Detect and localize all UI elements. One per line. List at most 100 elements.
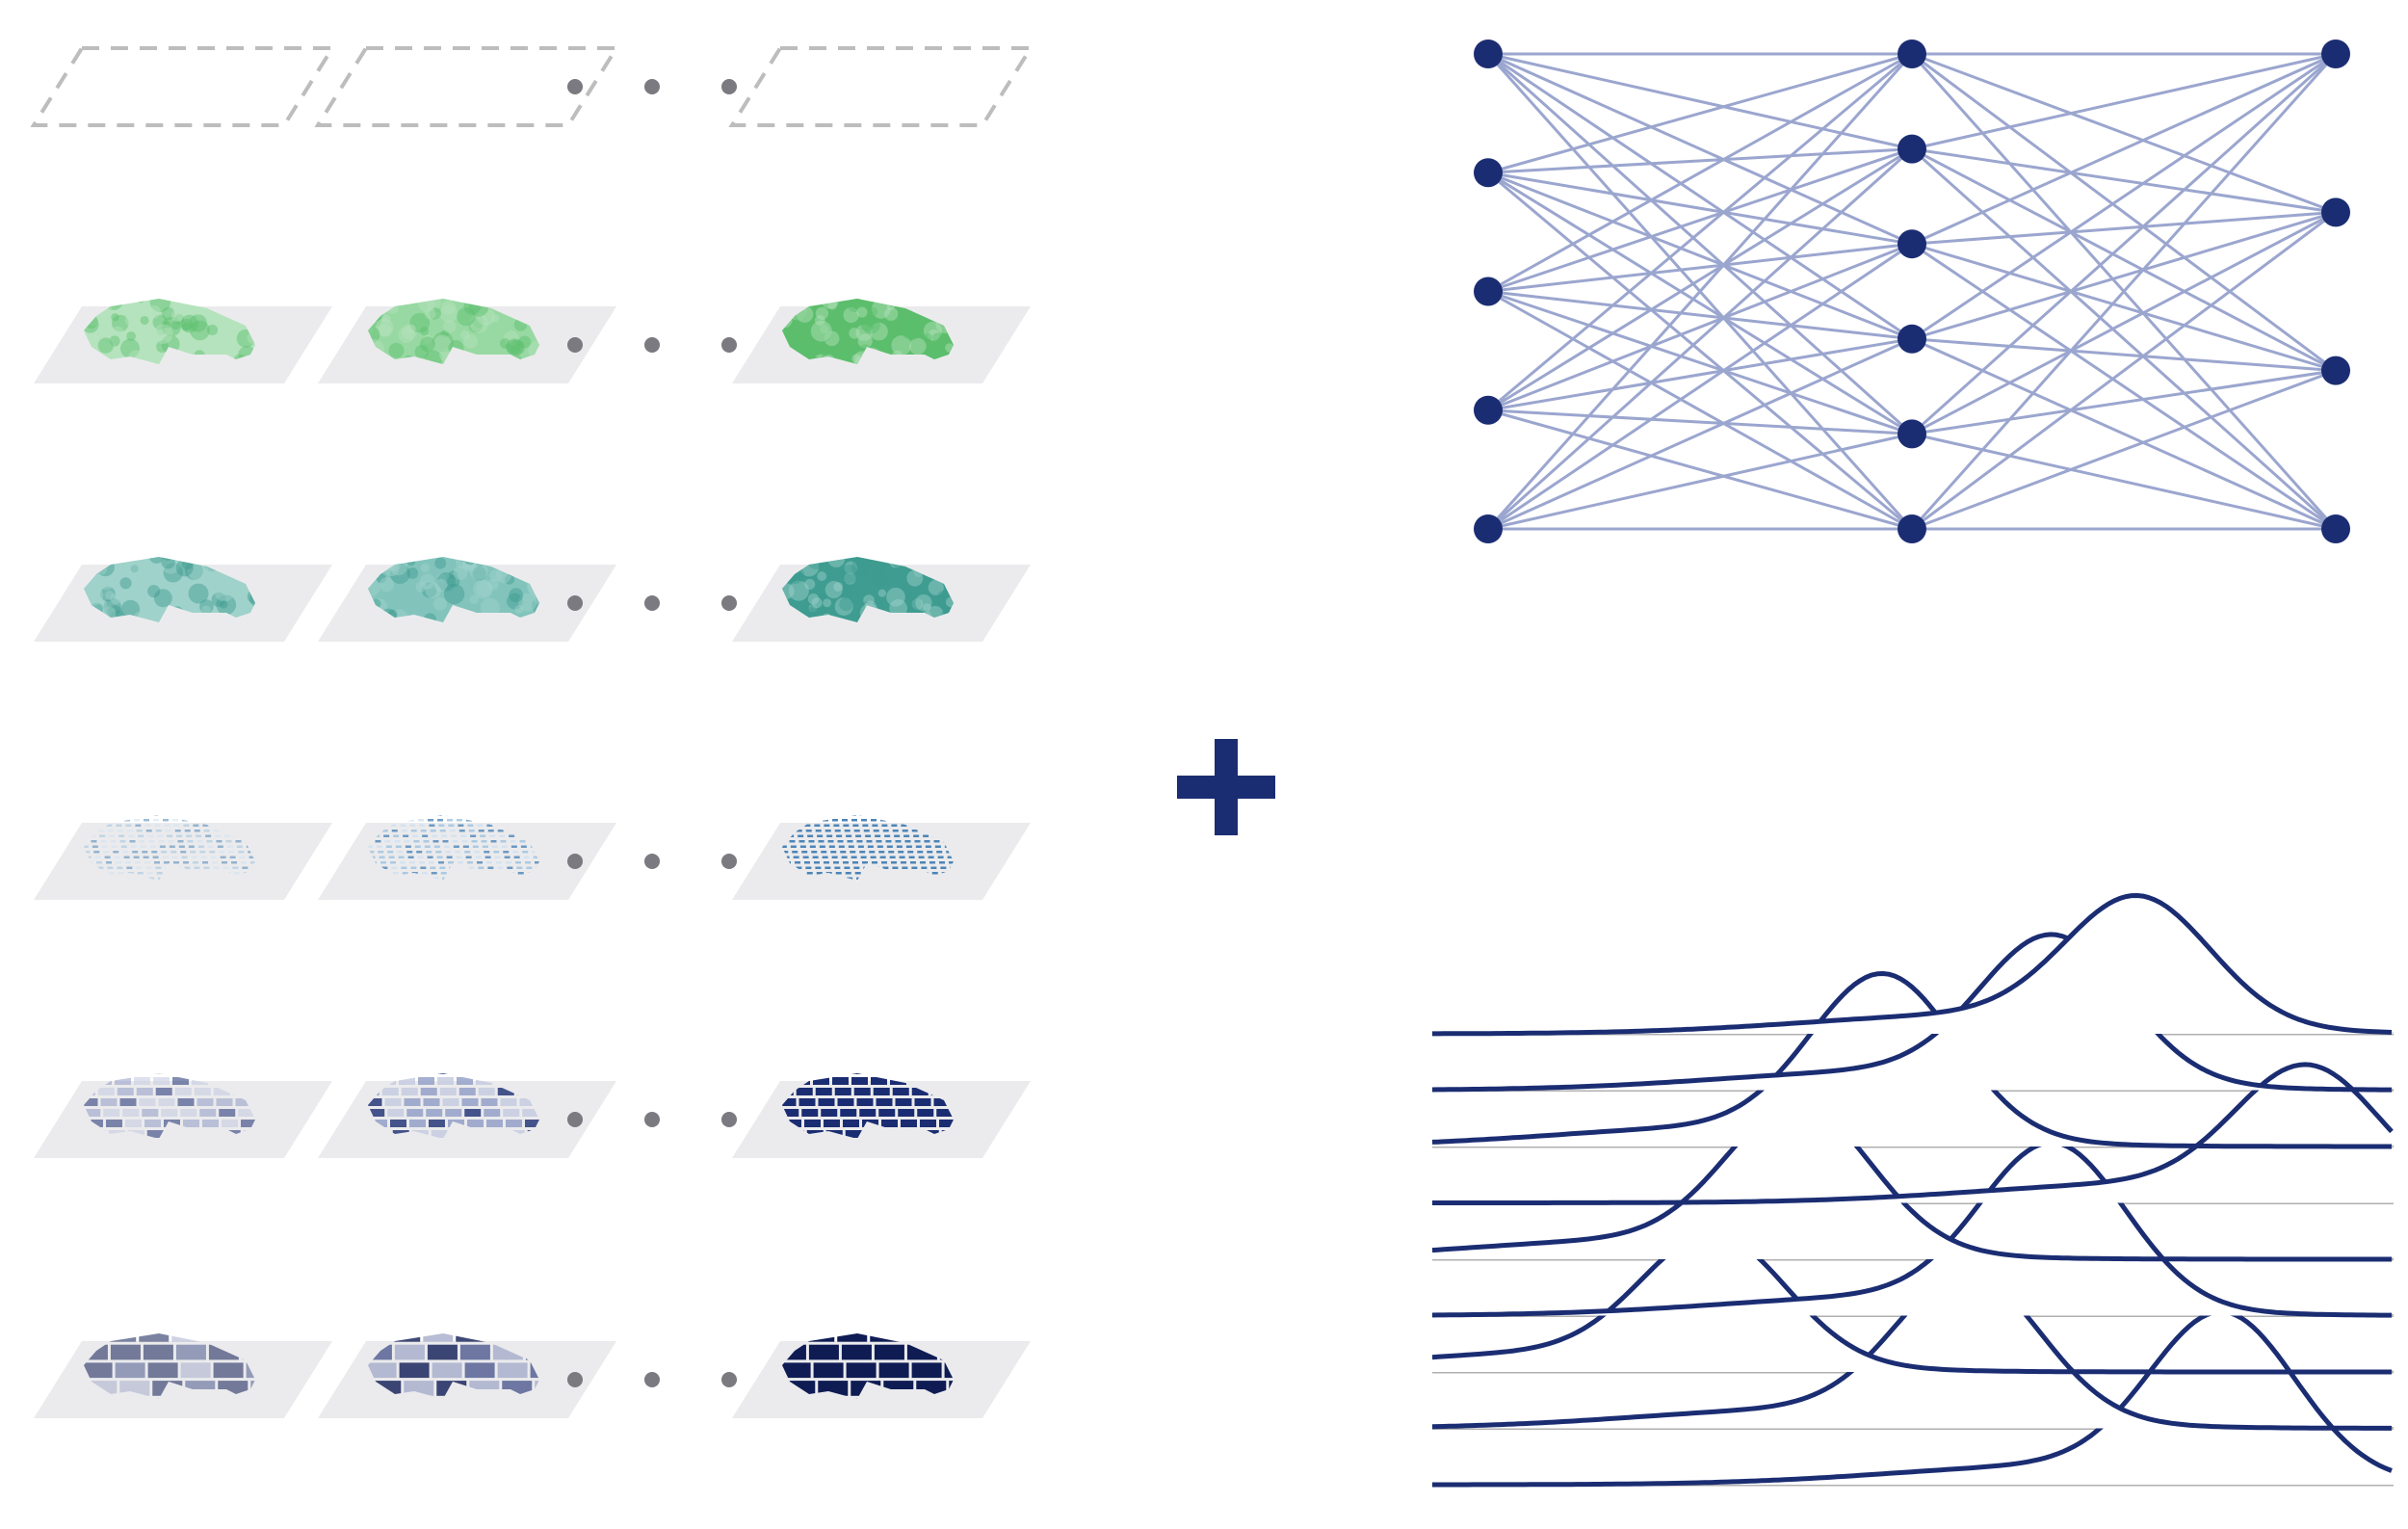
grid-cell xyxy=(149,845,156,848)
grid-cell xyxy=(171,1333,202,1342)
grid-cell xyxy=(158,1098,175,1106)
grid-cell xyxy=(443,845,450,848)
texture-speck xyxy=(214,581,235,602)
map-layer-tile xyxy=(318,1073,616,1158)
grid-cell xyxy=(473,808,479,811)
grid-cell xyxy=(813,1362,844,1379)
network-edge xyxy=(1911,52,2337,372)
network-edge xyxy=(1487,432,1913,531)
grid-cell xyxy=(170,851,177,854)
texture-speck xyxy=(488,557,498,566)
grid-cell xyxy=(148,840,155,843)
grid-cell xyxy=(426,851,432,854)
texture-speck xyxy=(136,299,145,303)
grid-cell xyxy=(156,872,163,875)
grid-cell xyxy=(136,830,143,832)
grid-cell xyxy=(184,866,191,869)
grid-cell xyxy=(190,851,196,854)
texture-speck xyxy=(441,300,456,315)
texture-speck xyxy=(839,565,859,584)
grid-cell xyxy=(383,834,390,837)
grid-cell xyxy=(897,808,903,811)
grid-cell xyxy=(391,830,398,832)
grid-cell xyxy=(378,815,384,816)
grid-cell xyxy=(916,808,922,811)
network-edge xyxy=(1487,290,1913,341)
network-node xyxy=(1474,514,1503,543)
texture-speck xyxy=(119,577,132,590)
grid-cell xyxy=(131,808,137,811)
grid-cell xyxy=(497,1362,528,1379)
grid-cell xyxy=(222,1120,238,1127)
grid-cell xyxy=(862,861,868,864)
grid-cell xyxy=(540,808,546,811)
ellipsis xyxy=(567,854,737,869)
grid-cell xyxy=(439,1088,457,1095)
grid-cell xyxy=(901,861,906,864)
grid-cell xyxy=(181,856,188,858)
grid-cell xyxy=(389,819,395,822)
texture-speck xyxy=(923,321,943,340)
texture-speck xyxy=(119,303,139,322)
grid-cell xyxy=(455,815,461,816)
grid-cell xyxy=(432,834,438,837)
grid-cell xyxy=(206,840,213,843)
ellipsis-dot xyxy=(567,337,583,353)
ellipsis-dot xyxy=(644,854,660,869)
grid-cell xyxy=(106,1333,137,1342)
grid-cell xyxy=(92,808,98,811)
grid-cell xyxy=(193,824,199,827)
ridge-curves xyxy=(1431,893,2394,1488)
grid-cell xyxy=(832,1077,849,1085)
grid-cell xyxy=(384,1098,402,1106)
grid-cell xyxy=(438,824,445,827)
grid-cell xyxy=(801,851,808,854)
texture-speck xyxy=(163,563,183,583)
grid-cell xyxy=(456,1333,486,1342)
grid-cell xyxy=(486,1120,503,1127)
grid-cell xyxy=(503,851,510,854)
grid-cell xyxy=(139,840,145,843)
grid-cell xyxy=(927,851,933,854)
grid-cell xyxy=(188,845,195,848)
grid-cell xyxy=(203,830,210,832)
grid-cell xyxy=(543,819,549,822)
ellipsis-dot xyxy=(567,1372,583,1387)
grid-cell xyxy=(478,866,484,869)
grid-cell xyxy=(517,872,524,875)
grid-cell xyxy=(840,815,847,816)
texture-speck xyxy=(506,339,521,355)
grid-cell xyxy=(868,1073,885,1074)
texture-speck xyxy=(506,338,524,356)
grid-cell xyxy=(911,866,918,869)
texture-speck xyxy=(120,601,131,611)
ellipsis xyxy=(567,79,737,94)
grid-cell xyxy=(805,830,812,832)
network-edge xyxy=(1487,52,1913,151)
grid-cell xyxy=(216,840,222,843)
grid-cell xyxy=(120,845,127,848)
grid-cell xyxy=(435,851,442,854)
grid-cell xyxy=(380,861,386,864)
grid-cell xyxy=(199,851,206,854)
grid-cell xyxy=(464,815,471,816)
network-edge xyxy=(1487,52,1913,246)
texture-speck xyxy=(239,600,249,611)
network-edge xyxy=(1911,211,2337,435)
texture-speck xyxy=(810,320,832,342)
grid-cell xyxy=(95,819,101,822)
grid-cell xyxy=(117,1088,134,1095)
network-edge xyxy=(1911,52,2337,214)
grid-cell xyxy=(180,1109,197,1117)
network-edge xyxy=(1911,369,2337,435)
grid-cell xyxy=(824,866,831,869)
grid-cell xyxy=(792,851,798,854)
grid-cell xyxy=(464,851,471,854)
grid-cell xyxy=(119,1098,137,1106)
texture-speck xyxy=(945,596,954,608)
grid-cell xyxy=(144,819,149,822)
grid-cell xyxy=(867,845,874,848)
grid-cell xyxy=(402,872,408,875)
grid-cell xyxy=(835,872,842,875)
grid-cell xyxy=(92,845,98,848)
